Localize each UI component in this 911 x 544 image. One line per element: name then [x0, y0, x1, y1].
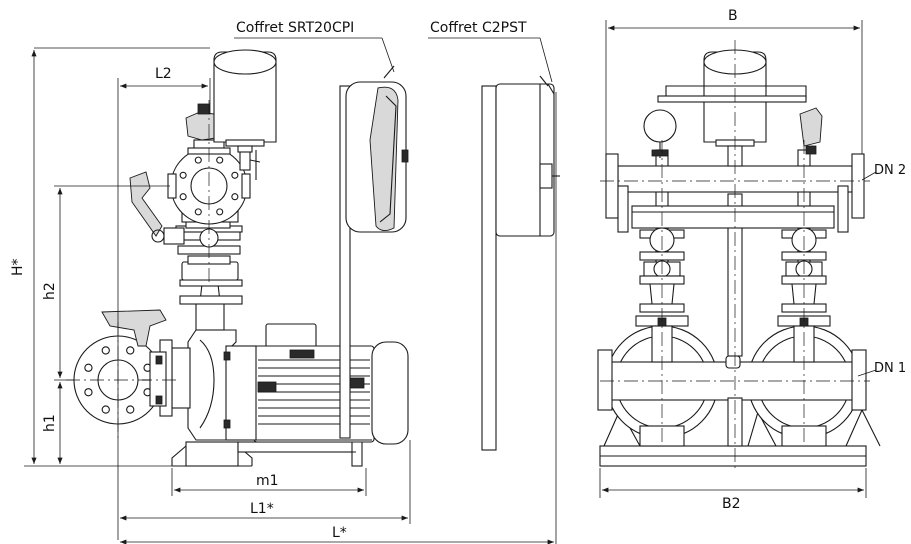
pump-volute: [159, 279, 257, 441]
bolt-hole: [126, 405, 135, 414]
bolt-hole: [179, 171, 187, 179]
label-H: H*: [10, 258, 26, 276]
bolt-hole: [216, 208, 224, 216]
front-view: [597, 49, 881, 467]
label-DN1: DN 1: [874, 361, 906, 376]
bolt-hole: [216, 156, 224, 164]
label-B: B: [728, 8, 738, 24]
bolt-hole: [231, 171, 239, 179]
bolt-hole: [84, 388, 93, 397]
bolt-hole: [194, 208, 202, 216]
label-h1: h1: [42, 414, 58, 432]
front-pressure-switch: [799, 107, 823, 155]
manometer: [643, 109, 677, 158]
bolt-hole: [179, 193, 187, 201]
label-coffret-srt: Coffret SRT20CPI: [236, 20, 354, 36]
bolt-hole: [194, 156, 202, 164]
dimensions: [24, 20, 877, 544]
bolt-hole: [101, 405, 110, 414]
pressure-tank: [213, 49, 277, 153]
bolt-hole: [84, 363, 93, 372]
suction-flange: [73, 309, 167, 425]
bolt-hole: [101, 346, 110, 355]
label-coffret-c2pst: Coffret C2PST: [430, 20, 527, 36]
label-m1: m1: [256, 473, 279, 489]
pump-motor: [253, 323, 409, 445]
control-box-srt: [339, 65, 409, 439]
side-view: [73, 49, 409, 467]
label-B2: B2: [722, 496, 741, 512]
bolt-hole: [231, 193, 239, 201]
control-box-c2pst-view: [481, 75, 560, 451]
center-lines: [66, 40, 870, 470]
label-L1: L1*: [250, 501, 274, 517]
bolt-hole: [126, 346, 135, 355]
label-L2: L2: [155, 66, 172, 82]
label-L: L*: [332, 525, 347, 541]
label-DN2: DN 2: [874, 163, 906, 178]
label-h2: h2: [42, 282, 58, 300]
labels: Coffret SRT20CPI Coffret C2PST L2 H* h2 …: [10, 8, 906, 541]
